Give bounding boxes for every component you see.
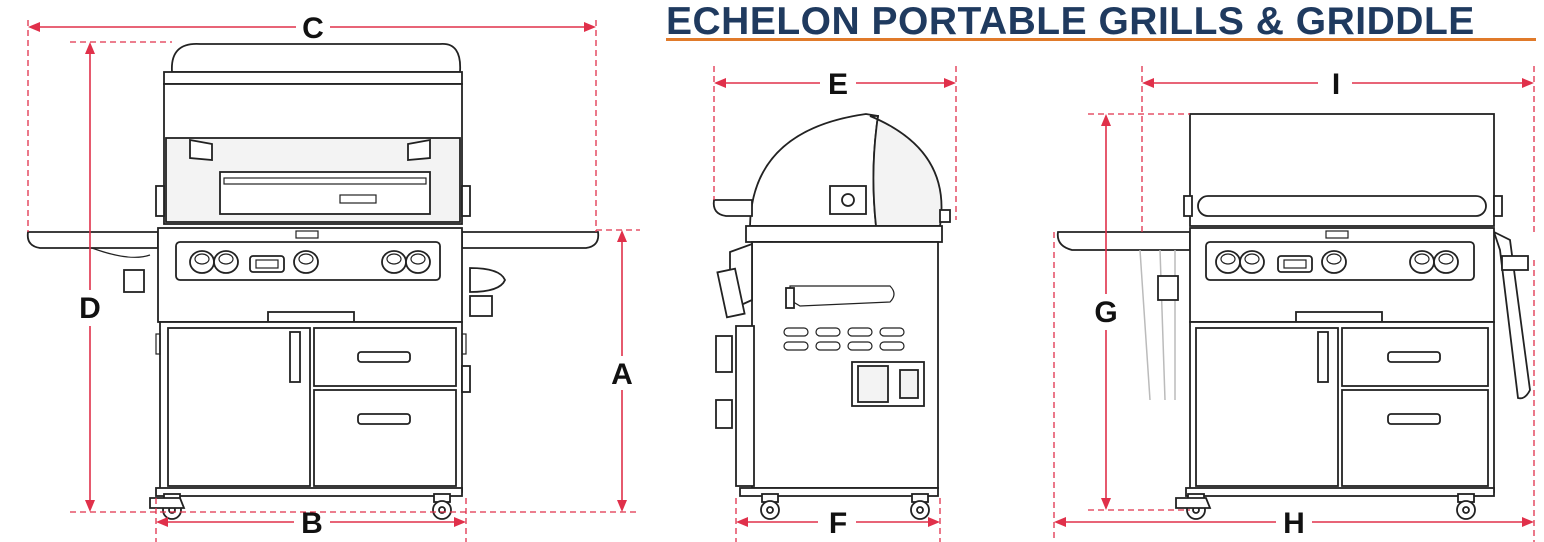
dimension-label-h: H xyxy=(1283,507,1305,540)
dimension-label-g: G xyxy=(1094,296,1117,329)
dimension-label-c: C xyxy=(302,12,324,45)
dimension-label-b: B xyxy=(301,507,323,540)
dimension-label-d: D xyxy=(79,292,101,325)
title-underline xyxy=(666,38,1536,41)
dimension-label-e: E xyxy=(828,68,848,101)
dimension-label-i: I xyxy=(1332,68,1340,101)
page-title: ECHELON PORTABLE GRILLS & GRIDDLE xyxy=(666,0,1475,43)
front-view: C D A B xyxy=(26,12,640,542)
side-view: E F xyxy=(712,66,957,542)
back-view: I G H xyxy=(1053,66,1535,542)
dimension-label-f: F xyxy=(829,507,847,540)
dimension-label-a: A xyxy=(611,358,633,391)
